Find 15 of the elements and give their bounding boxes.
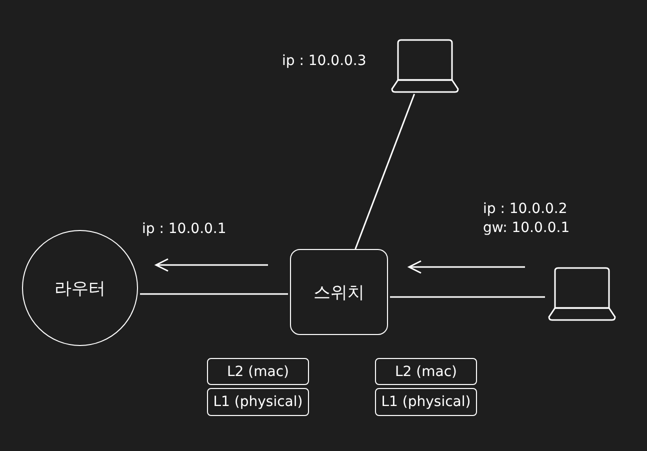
layer-box: L2 (mac) [207,358,309,385]
connector-line [390,296,545,298]
laptop-icon [547,266,617,322]
ip-label: ip : 10.0.0.2 [483,200,568,218]
switch-box: 스위치 [290,249,388,335]
ip-label: ip : 10.0.0.1 [142,220,226,238]
ip-label: ip : 10.0.0.3 [282,52,366,70]
layer-box: L1 (physical) [375,388,477,416]
laptop-icon [390,38,460,94]
layer-box: L2 (mac) [375,358,477,385]
router-circle: 라우터 [22,230,138,346]
layer-box: L1 (physical) [207,388,309,416]
connector-line [140,293,288,295]
connector-line [354,94,416,250]
ip-label: gw: 10.0.0.1 [483,219,570,237]
